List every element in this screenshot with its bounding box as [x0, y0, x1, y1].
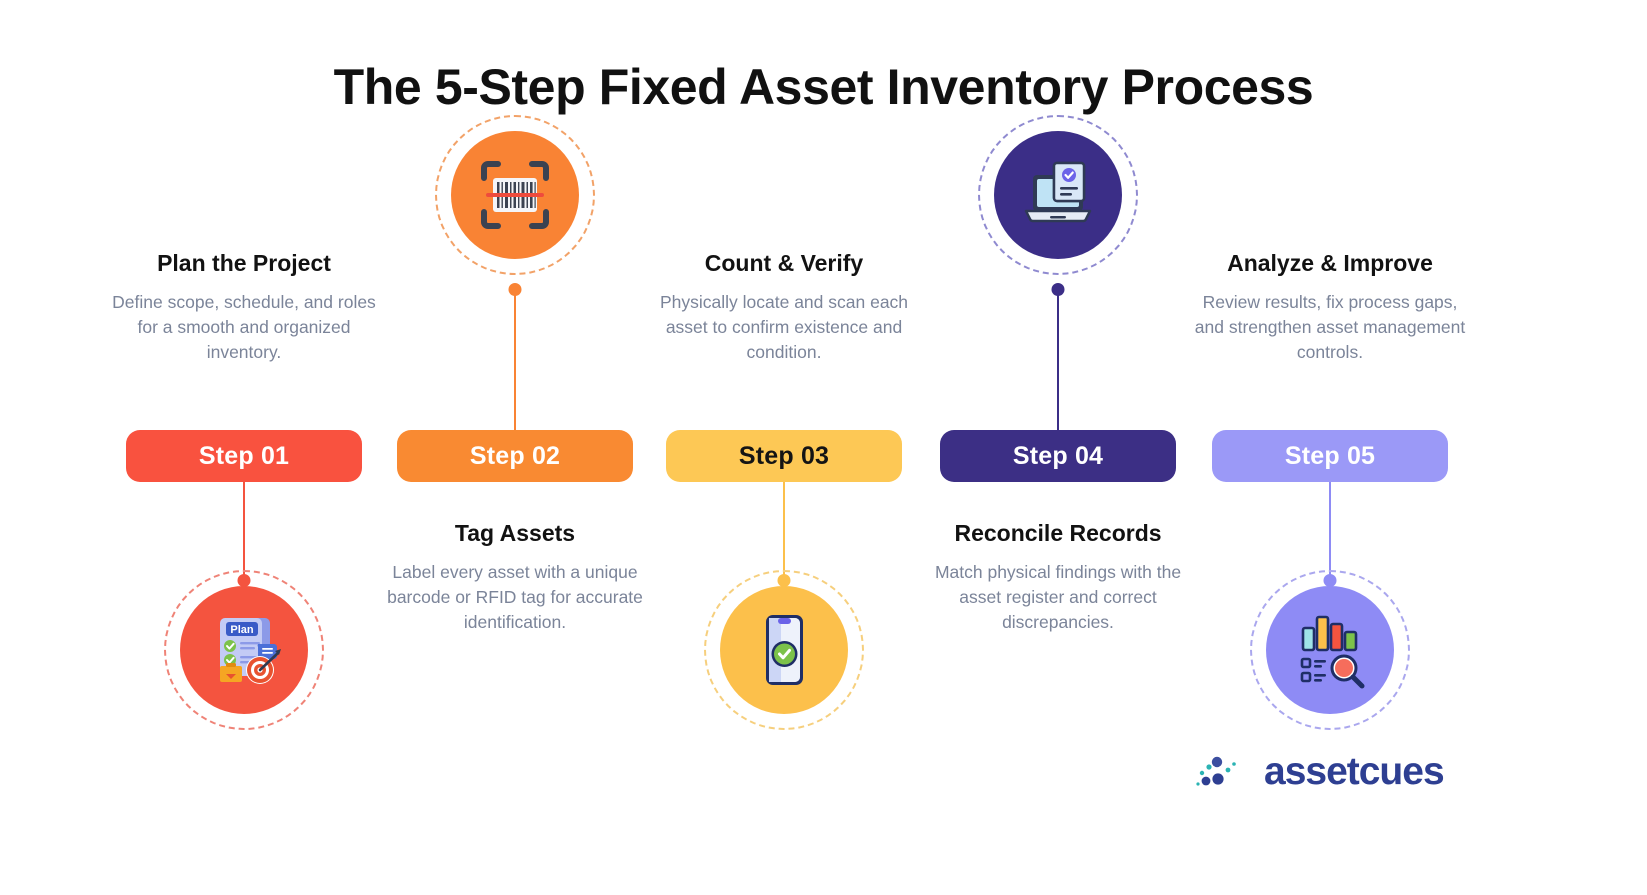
chart-magnifier-icon	[1300, 615, 1365, 689]
mobile-check-icon	[766, 615, 803, 685]
assetcues-logo-text: assetcues	[1264, 750, 1445, 793]
step-badge-label-4: Step 04	[1012, 441, 1104, 470]
step-text-1: Plan the Project Define scope, schedule,…	[96, 250, 392, 365]
connector-line-4	[1057, 290, 1059, 432]
step-text-3: Count & Verify Physically locate and sca…	[636, 250, 932, 365]
step-badge-2[interactable]: Step 02	[397, 430, 633, 482]
icon-disc-2	[451, 131, 579, 259]
icon-disc-1: Plan	[180, 586, 308, 714]
step-text-4: Reconcile Records Match physical finding…	[910, 520, 1206, 635]
step-title-4: Reconcile Records	[954, 520, 1162, 546]
icon-disc-3	[720, 586, 848, 714]
assetcues-logo-mark	[1196, 756, 1236, 786]
step-column-1: Plan the Project Define scope, schedule,…	[94, 150, 394, 790]
icon-dashed-ring-5	[1250, 570, 1410, 730]
clipboard-plan-icon: Plan	[220, 618, 281, 684]
step-icon-wrap-2	[435, 115, 595, 275]
icon-disc-4	[994, 131, 1122, 259]
step-badge-3[interactable]: Step 03	[666, 430, 902, 482]
step-column-4: Step 04 Reconcile Records Match physical…	[908, 115, 1208, 790]
step-column-3: Count & Verify Physically locate and sca…	[634, 150, 934, 790]
connector-dot-4	[1051, 283, 1065, 296]
step-description-3: Physically locate and scan each asset to…	[659, 292, 909, 362]
step-title-3: Count & Verify	[704, 250, 864, 276]
step-description-4: Match physical findings with the asset r…	[934, 562, 1182, 632]
step-badge-1[interactable]: Step 01	[126, 430, 362, 482]
step-title-5: Analyze & Improve	[1227, 250, 1433, 276]
laptop-report-icon	[1024, 161, 1092, 223]
step-icon-wrap-4	[978, 115, 1138, 275]
connector-line-3	[783, 482, 785, 582]
step-description-1: Define scope, schedule, and roles for a …	[112, 292, 376, 362]
step-title-1: Plan the Project	[157, 250, 331, 276]
icon-dashed-ring-1	[164, 570, 324, 730]
page-title: The 5-Step Fixed Asset Inventory Process	[333, 59, 1314, 115]
step-badge-label-3: Step 03	[738, 441, 830, 470]
icon-dashed-ring-4	[978, 115, 1138, 275]
brand-logo: assetcues	[1192, 750, 1445, 794]
barcode-scanner-icon	[481, 161, 549, 229]
svg-text:Plan: Plan	[230, 624, 254, 636]
step-badge-label-5: Step 05	[1284, 441, 1376, 470]
step-column-5: Analyze & Improve Review results, fix pr…	[1180, 150, 1480, 790]
connector-dot-2	[508, 283, 522, 296]
icon-dashed-ring-2	[435, 115, 595, 275]
step-icon-wrap-1: Plan	[164, 570, 324, 730]
step-text-5: Analyze & Improve Review results, fix pr…	[1182, 250, 1478, 365]
step-description-5: Review results, fix process gaps, and st…	[1194, 292, 1466, 362]
connector-line-2	[514, 290, 516, 432]
step-title-2: Tag Assets	[454, 520, 576, 546]
step-description-2: Label every asset with a unique barcode …	[387, 562, 643, 632]
step-badge-4[interactable]: Step 04	[940, 430, 1176, 482]
step-column-2: Step 02 Tag Assets Label every asset wit…	[365, 115, 665, 790]
icon-disc-5	[1266, 586, 1394, 714]
connector-line-1	[243, 482, 245, 582]
step-badge-label-1: Step 01	[198, 441, 290, 470]
step-icon-wrap-5	[1250, 570, 1410, 730]
connector-line-5	[1329, 482, 1331, 582]
step-text-2: Tag Assets Label every asset with a uniq…	[367, 520, 663, 635]
step-badge-5[interactable]: Step 05	[1212, 430, 1448, 482]
step-icon-wrap-3	[704, 570, 864, 730]
step-badge-label-2: Step 02	[469, 441, 561, 470]
icon-dashed-ring-3	[704, 570, 864, 730]
